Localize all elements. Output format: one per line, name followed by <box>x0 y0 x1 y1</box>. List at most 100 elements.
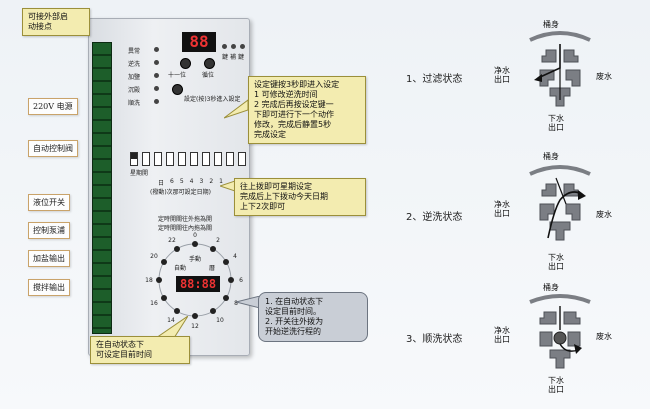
dip-number: 6 <box>170 178 174 185</box>
dip-switch[interactable] <box>142 152 150 166</box>
auto-right-pointer <box>236 296 260 309</box>
dial-number: 12 <box>191 323 199 330</box>
state-title-filter: 1、过滤状态 <box>406 74 463 85</box>
valve-waste-label: 废水 <box>596 72 612 81</box>
up-button-label: 十一位 <box>168 72 187 79</box>
dial-day-label: 曆 <box>209 265 215 272</box>
status-label: 順洗 <box>128 100 141 107</box>
dip-caption: (撥動)次那可設定日期) <box>150 189 212 196</box>
dial-switch <box>156 277 162 283</box>
dial-switch <box>210 246 216 252</box>
label-auto-valve: 自动控制阀 <box>28 140 78 157</box>
dip-instructions-callout: 往上拨即可星期设定 完成后上下拨动今天日期 上下2次即可 <box>234 178 366 216</box>
dial-number: 2 <box>216 237 220 244</box>
indicator-led <box>240 44 245 49</box>
down-button[interactable] <box>204 58 215 69</box>
valve-diagram-rinse <box>529 294 591 369</box>
dial-switch <box>161 295 167 301</box>
label-stir: 搅拌输出 <box>28 279 70 296</box>
status-leds <box>154 47 159 104</box>
dial-switch <box>223 259 229 265</box>
state-title-backwash: 2、逆洗状态 <box>406 212 463 223</box>
down-button-label: 循位 <box>202 72 215 79</box>
status-label: 異常 <box>128 48 141 55</box>
terminal-block <box>92 42 112 334</box>
dial-switch <box>210 308 216 314</box>
dial-switch <box>228 277 234 283</box>
dip-label-week: 星期 <box>130 170 143 177</box>
status-led <box>154 73 159 78</box>
valve-waste-label: 废水 <box>596 332 612 341</box>
valve-waste-label: 废水 <box>596 210 612 219</box>
indicator-label: 補 <box>230 54 237 61</box>
status-led <box>154 47 159 52</box>
dip-number: 2 <box>209 178 214 185</box>
dial-number: 14 <box>167 317 175 324</box>
dial-number: 6 <box>239 277 243 284</box>
dial-switch <box>192 313 198 319</box>
valve-diagram-backwash <box>529 165 591 241</box>
dip-numbers: 日 6 5 4 3 2 1 <box>158 178 223 187</box>
dial-switch <box>161 259 167 265</box>
dip-switch[interactable] <box>238 152 246 166</box>
right-led-group: 鍵 補 鍵 <box>222 44 252 61</box>
external-contact-callout: 可接外部启 动接点 <box>22 8 90 36</box>
indicator-label: 鍵 <box>222 54 229 61</box>
dip-number: 4 <box>189 178 194 185</box>
auto-mode-right-callout: 1. 在自动状态下 设定目前时间。 2. 开关往外拨为 开始逆洗行程的 <box>258 292 368 342</box>
timer-dial: 0 2 4 6 8 10 12 14 16 18 20 22 手動 自動 曆 <box>145 232 243 330</box>
dial-switch <box>174 308 180 314</box>
dial-number: 10 <box>216 317 224 324</box>
dial-number: 22 <box>168 237 176 244</box>
dip-number: 1 <box>219 178 223 185</box>
dial-manual-label: 手動 <box>189 255 201 263</box>
dial-switch <box>192 241 198 247</box>
indicator-led <box>231 44 236 49</box>
valve-drain-label: 下水 出口 <box>548 376 564 394</box>
auto-mode-left-callout: 在自动状态下 可设定目前时间 <box>90 336 190 364</box>
set-button[interactable] <box>172 84 183 95</box>
valve-barrel-label: 桶身 <box>543 152 559 161</box>
dip-switch[interactable] <box>130 152 138 166</box>
dial-switch <box>174 246 180 252</box>
indicator-led <box>222 44 227 49</box>
top-display: 88 <box>182 32 216 52</box>
dial-number: 18 <box>145 277 153 284</box>
dial-number: 20 <box>150 253 158 260</box>
dip-callout-pointer <box>220 179 238 193</box>
valve-diagram-filter <box>529 31 591 107</box>
label-salt: 加盐输出 <box>28 250 70 267</box>
dip-switch[interactable] <box>190 152 198 166</box>
status-column: 異常 逆洗 加鹽 沉殿 順洗 <box>128 46 162 111</box>
setup-callout-pointer <box>224 99 248 119</box>
status-led <box>154 60 159 65</box>
dial-switch <box>223 295 229 301</box>
valve-barrel-label: 桶身 <box>543 20 559 29</box>
dip-switch[interactable] <box>202 152 210 166</box>
dip-label-open: 開 <box>142 170 149 177</box>
dip-switch[interactable] <box>166 152 174 166</box>
dip-switch[interactable] <box>214 152 222 166</box>
valve-clean-out-label: 净水 出口 <box>494 326 510 344</box>
timer-text-2: 定時開關往內拖為關 <box>158 225 213 232</box>
dip-switch[interactable] <box>226 152 234 166</box>
label-power: 220V 电源 <box>28 98 78 115</box>
dip-switch-bank <box>130 152 246 166</box>
valve-drain-label: 下水 出口 <box>548 253 564 271</box>
dial-number: 8 <box>234 300 238 307</box>
state-title-rinse: 3、顺洗状态 <box>406 334 463 345</box>
label-level-switch: 液位开关 <box>28 194 70 211</box>
status-label: 沉殿 <box>128 87 141 94</box>
up-button[interactable] <box>180 58 191 69</box>
bottom-display: 88:88 <box>176 276 220 292</box>
valve-clean-out-label: 净水 出口 <box>494 66 510 84</box>
dip-number: 3 <box>199 178 204 185</box>
status-led <box>154 86 159 91</box>
status-label: 加鹽 <box>128 74 141 81</box>
status-led <box>154 99 159 104</box>
dial-auto-label: 自動 <box>174 264 186 272</box>
dip-switch[interactable] <box>178 152 186 166</box>
dip-switch[interactable] <box>154 152 162 166</box>
timer-text-1: 定時開關往外拖為開 <box>158 216 213 223</box>
setup-instructions-callout: 设定键按3秒即进入设定 1 可修改逆洗时间 2 完成后再按设定键一 下即可进行下… <box>248 76 366 144</box>
